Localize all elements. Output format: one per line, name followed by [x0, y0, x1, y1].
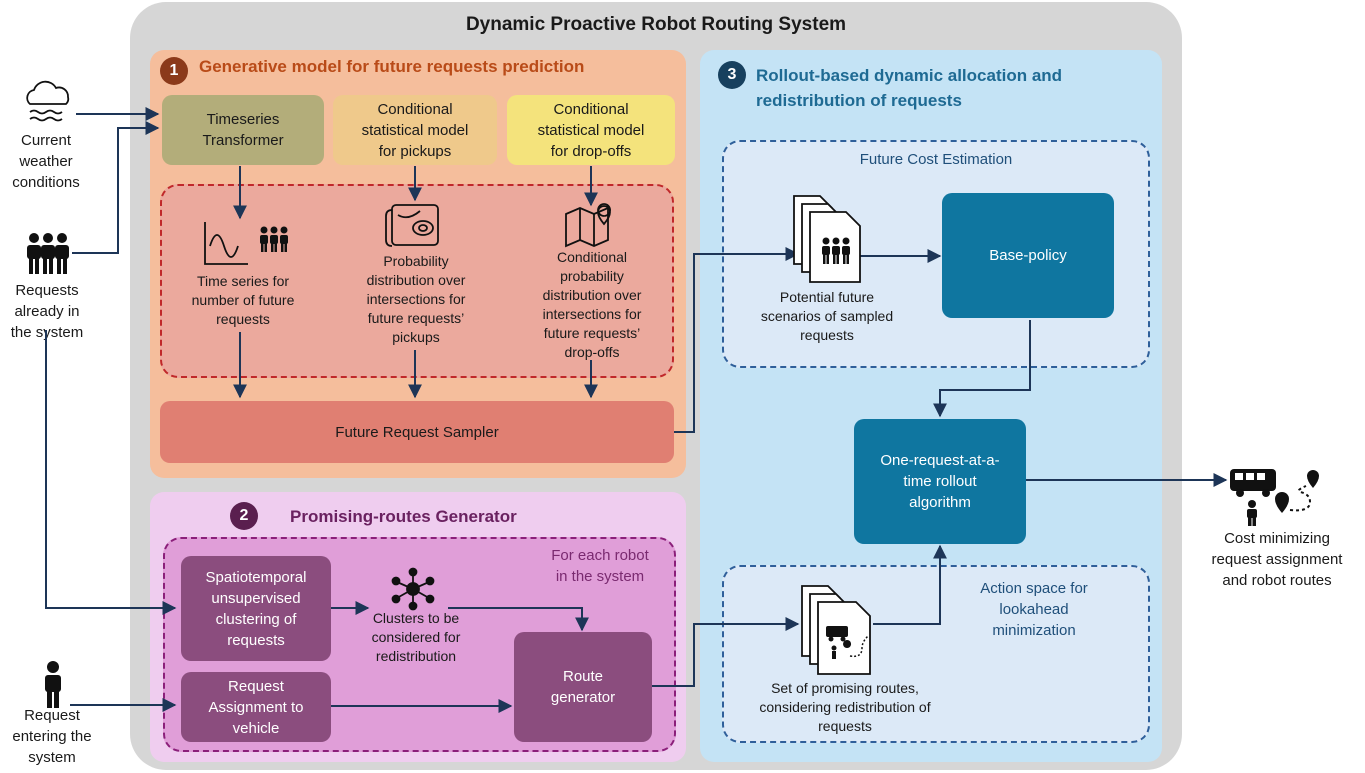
output-bus-icon: [1230, 469, 1276, 497]
timeseries-chart-icon: [204, 222, 248, 265]
arrow-sampler-to-scenarios: [674, 247, 800, 433]
network-cluster-icon: [391, 567, 435, 611]
map-pin-icon: [565, 203, 611, 248]
routes-bus-icon: [826, 626, 852, 659]
scenario-people-icon: [822, 237, 850, 264]
panel2-title: Promising-routes Generator: [290, 507, 517, 526]
base-policy-box: Base-policy: [942, 193, 1114, 318]
output-route-path: [1289, 485, 1312, 512]
step-badge-3: 3: [718, 61, 746, 89]
diagram-title: Dynamic Proactive Robot Routing System: [465, 14, 847, 35]
arrow-base-policy-to-rollout: [933, 320, 1031, 418]
people-group-icon: [27, 233, 69, 274]
flow-arrows: [45, 107, 1228, 713]
arrow-route-generator-to-routes: [652, 617, 800, 687]
small-people-icon: [260, 226, 288, 252]
output-map-pin-icon: [1275, 470, 1319, 513]
arrow-clusters-to-route-generator: [448, 607, 589, 632]
future-cost-label: Future Cost Estimation: [859, 151, 1013, 168]
contour-map-icon: [385, 204, 439, 247]
prediction-outputs-group: [160, 184, 674, 378]
future-request-sampler-box: Future Request Sampler: [160, 401, 674, 463]
arrow-requests-to-clustering: [45, 330, 177, 615]
step-badge-2: 2: [230, 502, 258, 530]
step-badge-1: 1: [160, 57, 188, 85]
person-icon: [45, 661, 61, 708]
arrow-routes-to-rollout: [873, 544, 947, 625]
output-person-icon: [1247, 500, 1257, 526]
arrow-requests-to-transformer: [72, 121, 160, 254]
action-space-group: [722, 565, 1150, 743]
routes-path-icon: [849, 635, 869, 658]
weather-cloud-icon: [26, 80, 70, 122]
panel1-title: Generative model for future requests pre…: [199, 57, 585, 76]
promising-routes-label: Set of promising routes,considering redi…: [759, 680, 931, 734]
